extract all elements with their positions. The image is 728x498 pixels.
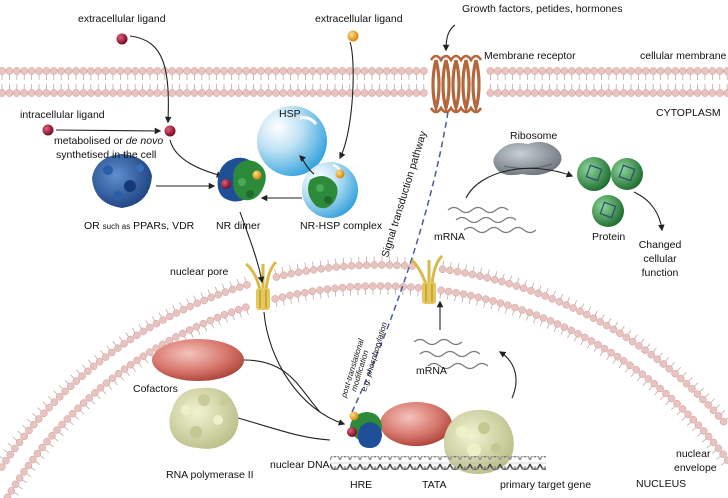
label-changed-2: cellular bbox=[643, 253, 677, 265]
label-extracellular-ligand-right: extracellular ligand bbox=[315, 13, 403, 25]
label-nuclear-dna: nuclear DNA bbox=[270, 459, 330, 471]
label-or-ppars-vdr: OR such as PPARs, VDR bbox=[84, 220, 195, 232]
orphan-receptor bbox=[92, 154, 152, 208]
label-nuclear-pore: nuclear pore bbox=[170, 266, 229, 278]
arrow-intracellular bbox=[55, 127, 162, 135]
arrow-to-nr-dimer bbox=[169, 139, 224, 178]
hsp-label: HSP bbox=[279, 108, 301, 120]
label-extracellular-ligand-left: extracellular ligand bbox=[78, 13, 166, 25]
label-changed-3: function bbox=[642, 267, 679, 279]
label-growth-factors: Growth factors, petides, hormones bbox=[462, 3, 623, 15]
label-nucleus: NUCLEUS bbox=[636, 478, 686, 490]
label-metabolised-line2: synthetised in the cell bbox=[56, 149, 156, 161]
label-primary-target-gene: primary target gene bbox=[500, 479, 591, 491]
label-protein: Protein bbox=[592, 231, 625, 243]
cell-membrane bbox=[0, 67, 728, 97]
arrow-extracellular-right bbox=[339, 41, 354, 160]
nuclear-envelope bbox=[0, 256, 728, 498]
extracellular-ligand-right-icon bbox=[347, 30, 359, 42]
arrow-pore-to-hre bbox=[263, 311, 346, 426]
label-metabolised-line1: metabolised or de novo bbox=[54, 135, 163, 147]
arrow-polymerase bbox=[237, 417, 331, 441]
arrow-mrna-to-protein bbox=[465, 167, 574, 199]
label-nr-dimer: NR dimer bbox=[216, 220, 261, 232]
protein-icons bbox=[577, 157, 643, 227]
arrow-cofactors bbox=[243, 359, 321, 413]
nr-hsp-complex bbox=[302, 162, 358, 218]
mrna-bottom-strands bbox=[413, 338, 489, 370]
arrow-dimer-to-pore bbox=[239, 211, 265, 284]
label-nr-hsp-complex: NR-HSP complex bbox=[300, 220, 383, 232]
label-rna-polymerase: RNA polymerase II bbox=[166, 469, 254, 481]
label-nuclear-envelope-1: nuclear bbox=[676, 448, 711, 460]
label-cytoplasm: CYTOPLASM bbox=[656, 107, 721, 119]
extracellular-ligand-left-icon bbox=[116, 33, 128, 45]
arrow-complex-to-hsp bbox=[299, 155, 315, 175]
arrow-extracellular-left bbox=[129, 35, 172, 124]
mrna-top-strands bbox=[447, 206, 537, 234]
nuclear-pore-right bbox=[410, 254, 444, 304]
arrow-growth-factors bbox=[442, 24, 456, 52]
label-mrna-top: mRNA bbox=[434, 231, 465, 243]
cofactors-icon bbox=[152, 339, 244, 381]
label-ribosome: Ribosome bbox=[510, 130, 557, 142]
label-membrane-receptor: Membrane receptor bbox=[484, 50, 576, 62]
hsp-sphere bbox=[257, 106, 327, 176]
arrow-gene-to-mrna bbox=[498, 351, 517, 399]
label-hre: HRE bbox=[350, 479, 372, 491]
nr-dimer bbox=[217, 157, 266, 202]
intracellular-ligand-icon bbox=[42, 124, 54, 136]
label-intracellular-ligand: intracellular ligand bbox=[20, 109, 105, 121]
label-cellular-membrane: cellular membrane bbox=[640, 50, 727, 62]
nuclear-pore-left bbox=[245, 260, 278, 310]
label-nuclear-envelope-2: envelope bbox=[674, 462, 717, 474]
label-tata: TATA bbox=[422, 479, 447, 491]
signal-transduction-label: Signal transduction pathway bbox=[379, 129, 429, 259]
label-cofactors: Cofactors bbox=[133, 383, 178, 395]
label-mrna-bottom: mRNA bbox=[416, 365, 447, 377]
rna-polymerase-icon bbox=[169, 387, 239, 449]
metabolised-ligand-icon bbox=[164, 125, 176, 137]
label-changed-1: Changed bbox=[639, 239, 682, 251]
arrow-protein-to-function bbox=[633, 191, 665, 232]
signal-transduction-path bbox=[351, 111, 449, 413]
membrane-receptor bbox=[429, 54, 483, 114]
